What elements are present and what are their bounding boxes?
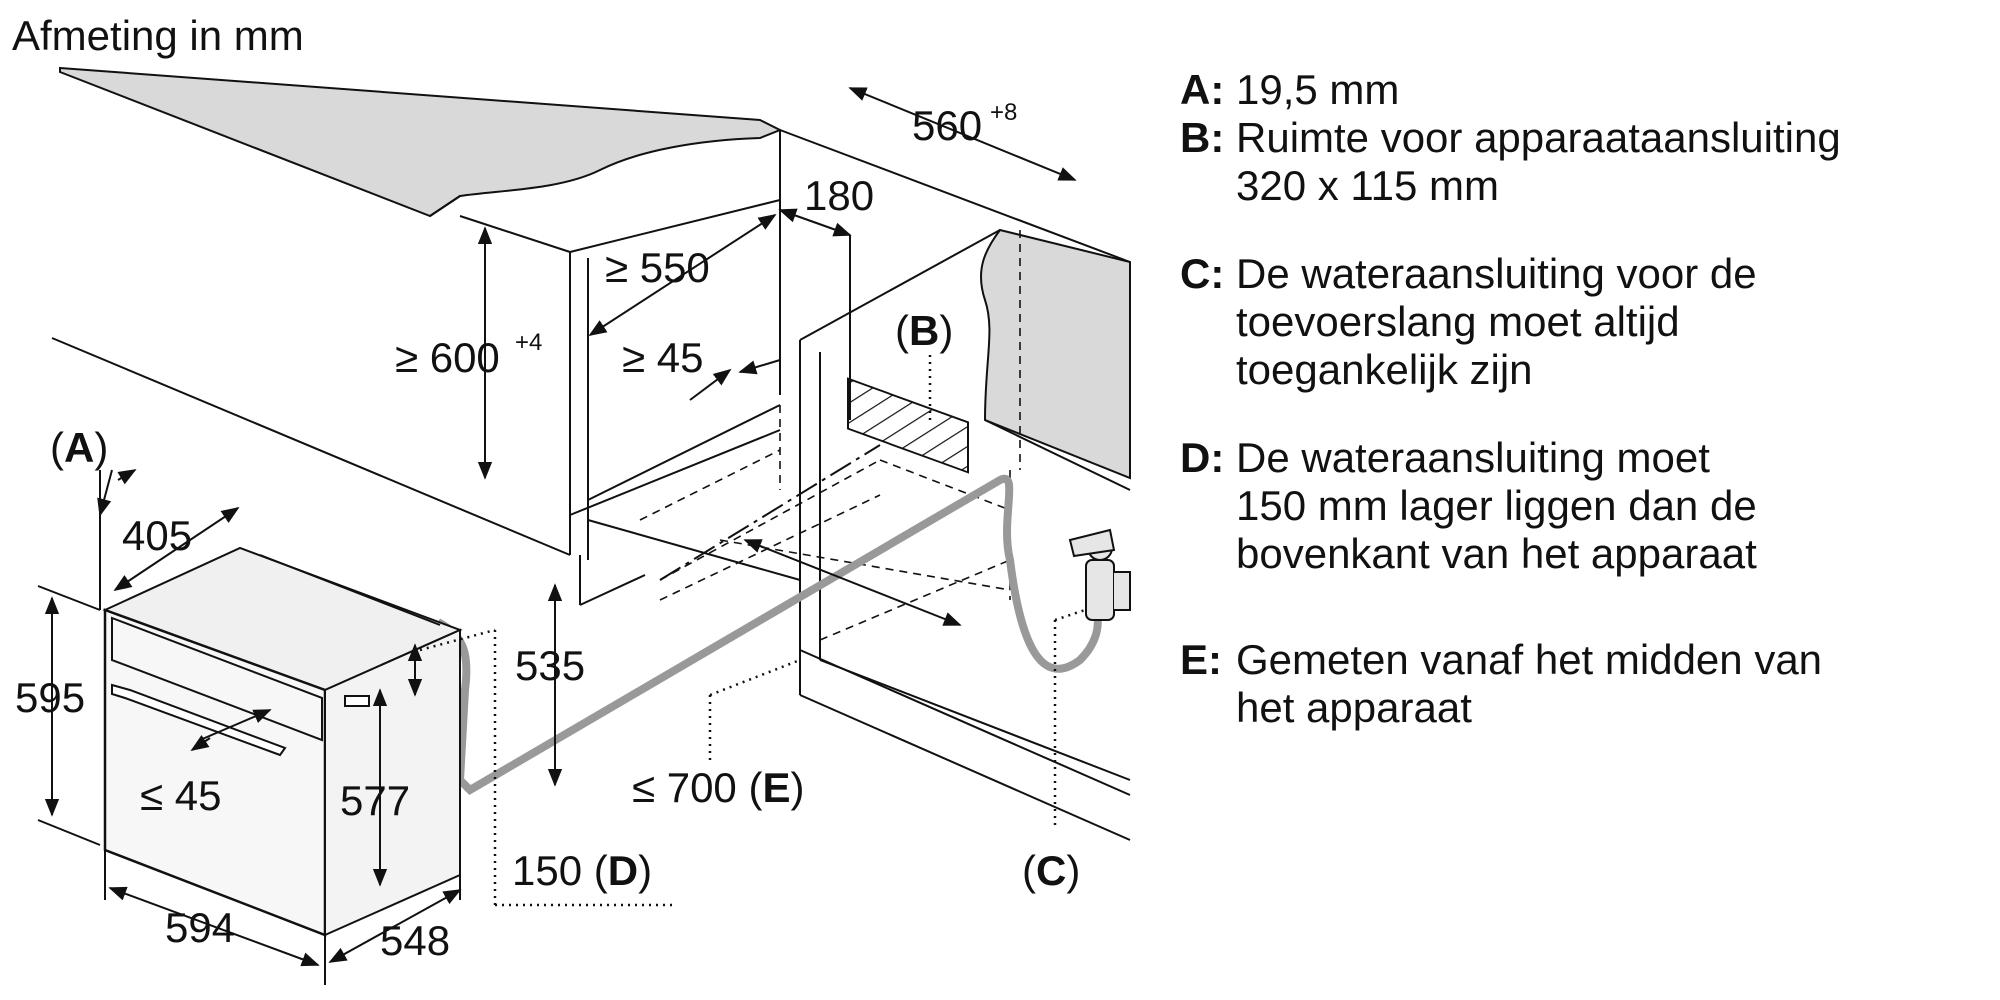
dim-595: 595 (15, 674, 85, 721)
drawing-title: Afmeting in mm (12, 12, 304, 59)
label-a: (A) (50, 424, 108, 471)
dim-594: 594 (165, 904, 235, 951)
dim-405: 405 (122, 512, 192, 559)
dim-150: 150 (D) (512, 847, 652, 894)
water-hose (436, 474, 1102, 796)
legend-text: Ruimte voor apparaataansluiting 320 x 11… (1236, 114, 1841, 209)
water-tap-icon (1068, 528, 1131, 621)
centerline (659, 444, 881, 581)
legend-key: B: (1180, 114, 1225, 161)
legend: A: 19,5 mm B: Ruimte voor apparaataanslu… (1180, 66, 1980, 772)
dim-550: ≥ 550 (605, 244, 710, 291)
legend-item-b: B: Ruimte voor apparaataansluiting 320 x… (1180, 114, 1980, 210)
leader-lines (419, 355, 1086, 907)
countertop (59, 66, 783, 218)
dim-577: 577 (340, 777, 410, 824)
label-b: (B) (895, 307, 953, 354)
dim-548: 548 (380, 917, 450, 964)
dim-700: ≤ 700 (E) (632, 764, 804, 811)
legend-key: A: (1180, 66, 1225, 113)
dim-180: 180 (804, 172, 874, 219)
dim-560-tolerance: +8 (990, 99, 1017, 126)
legend-text: 19,5 mm (1236, 66, 1400, 113)
legend-key: C: (1180, 250, 1225, 297)
legend-text: Gemeten vanaf het midden van het apparaa… (1236, 636, 1823, 731)
legend-text: De wateraansluiting voor de toevoerslang… (1236, 250, 1757, 393)
dim-560: 560 (912, 102, 982, 149)
dimension-lines (37, 87, 1077, 985)
legend-item-a: A: 19,5 mm (1180, 66, 1980, 114)
legend-item-d: D: De wateraansluiting moet 150 mm lager… (1180, 434, 1980, 578)
side-panel (980, 228, 1131, 491)
legend-key: D: (1180, 434, 1225, 481)
dim-600-tolerance: +4 (515, 329, 542, 356)
legend-item-c: C: De wateraansluiting voor de toevoersl… (1180, 250, 1980, 394)
legend-text: De wateraansluiting moet 150 mm lager li… (1236, 434, 1757, 577)
dim-45-door: ≤ 45 (140, 772, 221, 819)
oven (102, 546, 463, 937)
dim-600: ≥ 600 (395, 334, 500, 381)
connection-area-b (847, 377, 969, 474)
legend-item-e: E: Gemeten vanaf het midden van het appa… (1180, 636, 1980, 732)
label-c: (C) (1022, 847, 1080, 894)
dim-45-cabinet: ≥ 45 (622, 334, 703, 381)
legend-key: E: (1180, 636, 1222, 683)
cabinet-outline (51, 129, 1131, 841)
dim-535: 535 (515, 642, 585, 689)
